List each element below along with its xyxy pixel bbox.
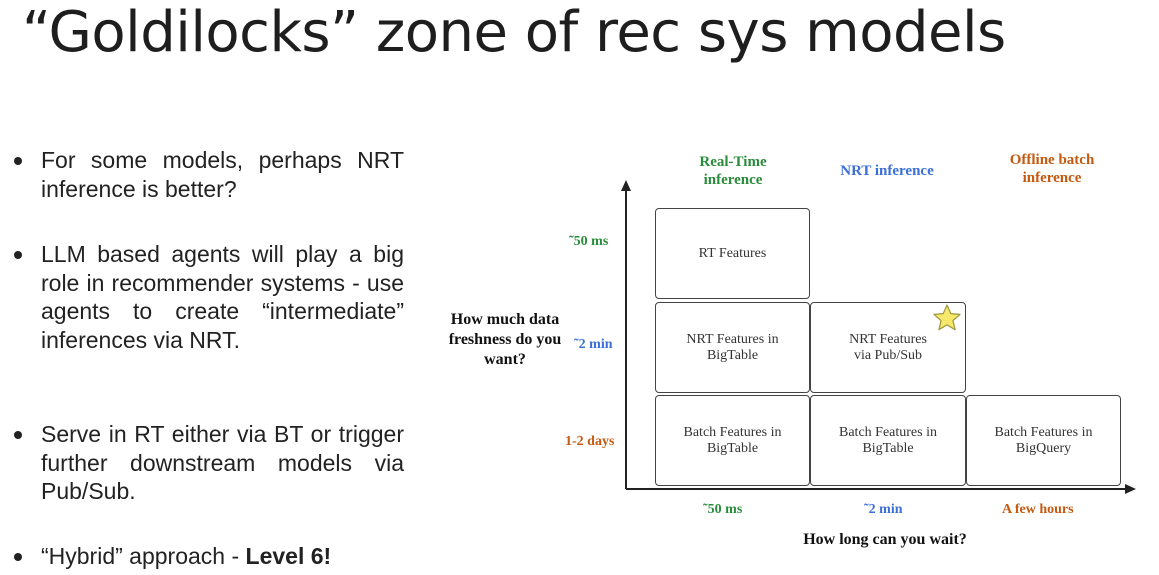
box-rt-features-label: RT Features xyxy=(698,245,767,261)
box-batch-bigquery-label: Batch Features in BigQuery xyxy=(994,424,1093,456)
box-nrt-pubsub-label: NRT Features via Pub/Sub xyxy=(849,331,927,363)
box-nrt-bigtable: NRT Features in BigTable xyxy=(655,302,810,393)
box-batch-bigtable-1-label: Batch Features in BigTable xyxy=(683,424,782,456)
bullet-hybrid-text: “Hybrid” approach - xyxy=(41,543,246,569)
y-tick-50ms: ˜50 ms xyxy=(569,234,609,249)
y-tick-2min: ˜2 min xyxy=(574,337,613,352)
x-tick-few-hours: A few hours xyxy=(1002,502,1074,517)
box-batch-bigtable-2-label: Batch Features in BigTable xyxy=(839,424,937,456)
star-icon xyxy=(933,304,961,331)
slide-title: “Goldilocks” zone of rec sys models xyxy=(22,0,1006,65)
box-batch-bigtable-2: Batch Features in BigTable xyxy=(810,395,966,486)
y-tick-1-2days: 1-2 days xyxy=(565,434,615,449)
box-rt-features: RT Features xyxy=(655,208,810,299)
column-head-offline: Offline batch inference xyxy=(1009,152,1095,186)
column-head-nrt: NRT inference xyxy=(840,163,934,179)
x-tick-50ms: ˜50 ms xyxy=(703,502,743,517)
x-axis-arrow xyxy=(1125,484,1136,494)
x-tick-2min: ˜2 min xyxy=(864,502,903,517)
bullet-hybrid: “Hybrid” approach - Level 6! xyxy=(12,542,331,571)
box-nrt-bigtable-label: NRT Features in BigTable xyxy=(686,331,779,363)
bullet-hybrid-level: Level 6! xyxy=(245,543,332,569)
column-head-realtime: Real-Time inference xyxy=(699,154,767,188)
bullet-serve-rt: Serve in RT either via BT or trigger fur… xyxy=(12,420,404,506)
y-axis-arrow xyxy=(621,180,631,191)
bullet-nrt-inference: For some models, perhaps NRT inference i… xyxy=(12,146,404,203)
bullet-llm-agents: LLM based agents will play a big role in… xyxy=(12,240,404,354)
box-batch-bigquery: Batch Features in BigQuery xyxy=(966,395,1121,486)
box-batch-bigtable-1: Batch Features in BigTable xyxy=(655,395,810,486)
x-axis-question: How long can you wait? xyxy=(803,531,967,548)
y-axis-question: How much data freshness do you want? xyxy=(448,311,562,368)
